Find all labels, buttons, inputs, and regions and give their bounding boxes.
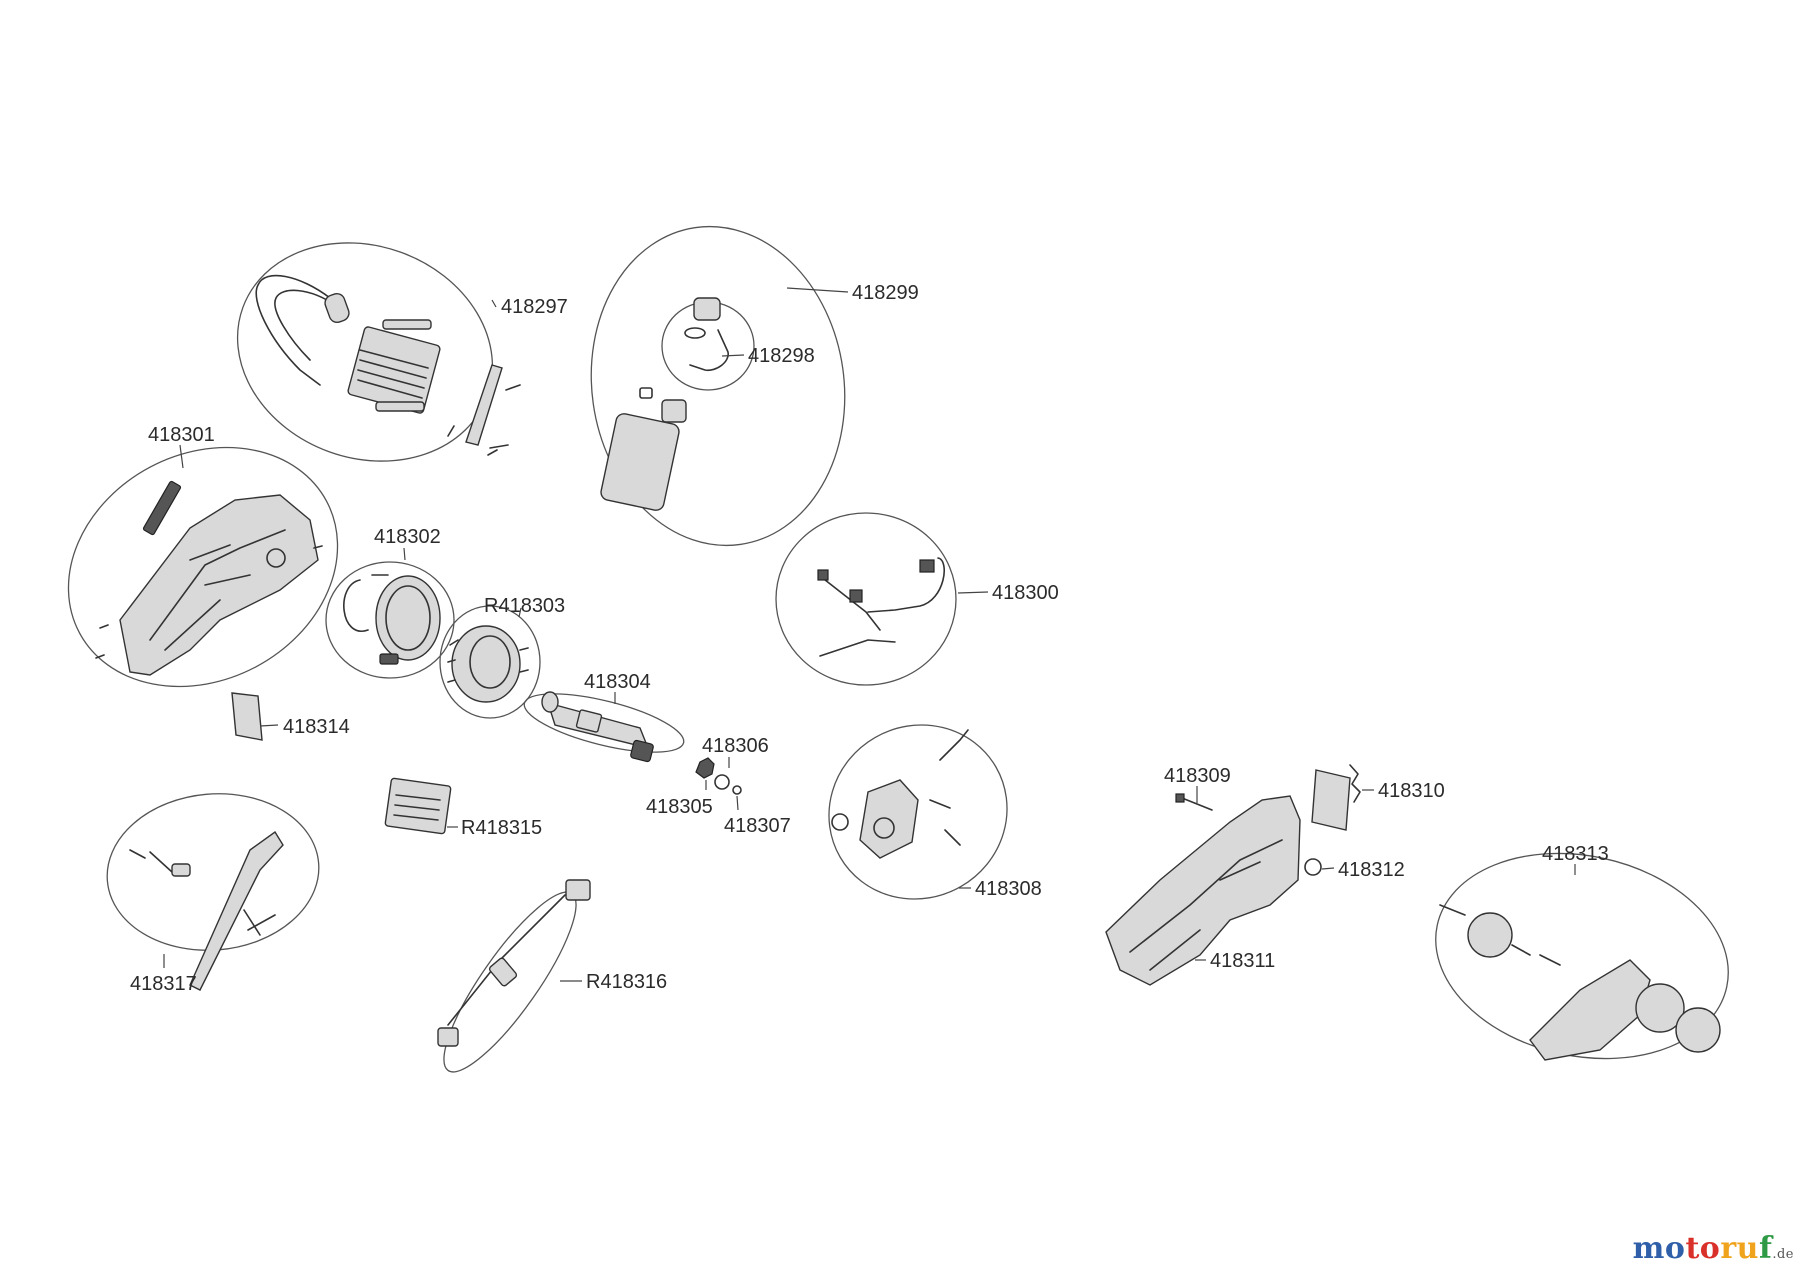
group-outline-418301 <box>67 446 339 688</box>
watermark-part-3: ru <box>1720 1231 1759 1266</box>
cover-plate-418314 <box>231 692 263 741</box>
tension-knob-drawing <box>1635 983 1685 1033</box>
part-label-418305: 418305 <box>646 796 713 818</box>
oil-cap-drawing <box>693 297 721 321</box>
handle-tube-drawing <box>189 830 284 991</box>
small-drive-parts <box>695 757 742 795</box>
part-labels: 418297 418299 418298 418301 418302 R4183… <box>130 282 1609 995</box>
part-label-418317: 418317 <box>130 973 197 995</box>
oil-tank-drawing <box>600 413 680 511</box>
side-cover-drawing <box>1529 959 1651 1061</box>
part-label-418314: 418314 <box>283 716 350 738</box>
oil-hose-drawing <box>689 329 729 372</box>
part-label-418301: 418301 <box>148 424 215 446</box>
group-outline-418300 <box>775 512 957 686</box>
leader-lines <box>163 287 1576 982</box>
part-label-418298: 418298 <box>748 345 815 367</box>
washer-418312 <box>1304 858 1322 876</box>
part-label-418300: 418300 <box>992 582 1059 604</box>
clip-drawing <box>732 785 742 795</box>
watermark-part-1: mo <box>1632 1231 1686 1266</box>
part-group-418317 <box>106 793 320 991</box>
watermark-logo: motoruf.de <box>1633 1231 1794 1266</box>
watermark-part-4: f <box>1758 1231 1773 1266</box>
clutch-disc-drawing <box>1467 912 1513 958</box>
part-label-R418316: R418316 <box>586 971 667 993</box>
part-group-418301 <box>67 446 339 688</box>
part-label-418313: 418313 <box>1542 843 1609 865</box>
group-outline-418304 <box>523 693 685 753</box>
motor-housing-drawing <box>119 494 319 676</box>
part-label-R418315: R418315 <box>461 817 542 839</box>
part-group-418302 <box>325 561 455 679</box>
part-label-418312: 418312 <box>1338 859 1405 881</box>
part-label-418310: 418310 <box>1378 780 1445 802</box>
group-outline-418308 <box>828 724 1008 900</box>
part-label-418311: 418311 <box>1210 950 1275 972</box>
part-group-418299 <box>590 225 846 547</box>
filter-R418315 <box>384 777 452 835</box>
part-group-R418316 <box>437 879 591 1073</box>
oil-feed-line-drawing <box>819 557 946 657</box>
part-label-418306: 418306 <box>702 735 769 757</box>
washer-drawing <box>714 774 730 790</box>
part-label-418299: 418299 <box>852 282 919 304</box>
part-group-418313 <box>1435 852 1729 1061</box>
switch-plate-drawing <box>142 480 182 536</box>
part-group-R418303 <box>439 605 541 719</box>
part-label-418302: 418302 <box>374 526 441 548</box>
front-handle-drawing <box>255 274 336 386</box>
part-label-418304: 418304 <box>584 671 651 693</box>
motor-stator-drawing <box>451 625 521 703</box>
group-outline-418302 <box>325 561 455 679</box>
part-group-418304 <box>523 691 685 763</box>
cap-knob-drawing <box>1675 1007 1721 1053</box>
part-label-418297: 418297 <box>501 296 568 318</box>
watermark-tld: .de <box>1772 1247 1794 1262</box>
part-label-418309: 418309 <box>1164 765 1231 787</box>
power-cable-drawing <box>447 894 566 1026</box>
fan-shroud-drawing <box>343 574 389 632</box>
part-label-R418303: R418303 <box>484 595 565 617</box>
part-group-418300 <box>775 512 957 686</box>
group-outline-418299 <box>590 225 846 547</box>
watermark-part-2: to <box>1685 1231 1721 1266</box>
part-label-418307: 418307 <box>724 815 791 837</box>
part-group-418297 <box>236 242 521 462</box>
group-outline-R418303 <box>439 605 541 719</box>
part-group-418308 <box>828 724 1008 900</box>
bracket-plate-drawing <box>465 364 503 446</box>
part-label-418308: 418308 <box>975 878 1042 900</box>
bolt-418309 <box>1181 797 1213 811</box>
sprocket-drawing <box>695 757 715 779</box>
bar-plate-418310 <box>1311 769 1351 831</box>
handle-grip-drawing <box>324 292 350 324</box>
main-housing-418311 <box>1105 795 1301 986</box>
